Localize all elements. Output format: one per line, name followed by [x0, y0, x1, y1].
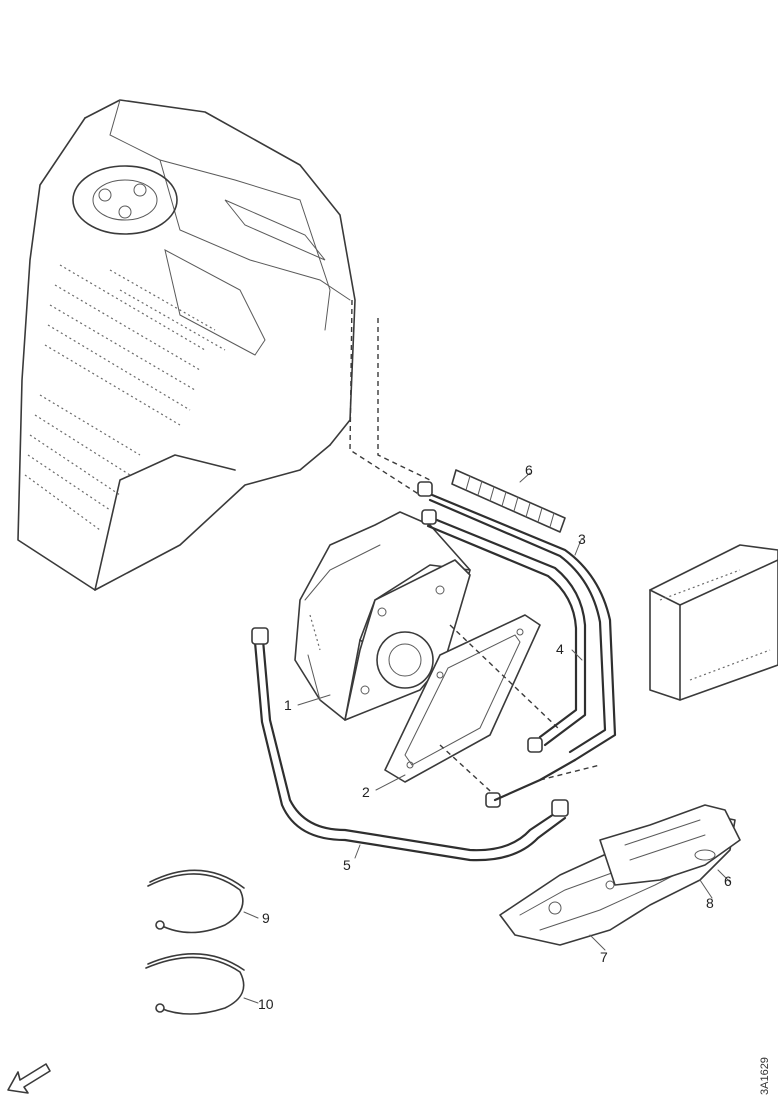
direction-arrow-icon — [7, 1063, 51, 1094]
part-1-pump-unit — [294, 511, 471, 721]
leader-dashes-housing — [349, 299, 431, 496]
engine-housing — [17, 99, 356, 591]
right-side-component — [649, 544, 778, 701]
callout-1: 1 — [284, 697, 292, 713]
callout-8: 8 — [706, 895, 714, 911]
callout-6-right: 6 — [724, 873, 732, 889]
part-5-hose — [251, 627, 577, 862]
callout-6-top: 6 — [525, 462, 533, 478]
callout-5: 5 — [343, 857, 351, 873]
part-4-hose — [421, 509, 587, 753]
part-6-clip-strip-top — [451, 469, 566, 533]
callout-9: 9 — [262, 910, 270, 926]
part-8-cover-plate — [599, 804, 741, 886]
part-2-gasket — [384, 614, 541, 783]
part-3-hose — [417, 481, 617, 762]
part-9-clamp — [147, 869, 245, 934]
callout-4: 4 — [556, 641, 564, 657]
document-id: 3A1629 — [759, 1057, 771, 1095]
callout-2: 2 — [362, 784, 370, 800]
callout-3: 3 — [578, 531, 586, 547]
part-10-clamp — [145, 953, 245, 1015]
callout-10: 10 — [258, 996, 274, 1012]
leader-dashes-fittings — [439, 624, 601, 801]
leader-lines — [243, 472, 731, 1004]
callout-7: 7 — [600, 949, 608, 965]
